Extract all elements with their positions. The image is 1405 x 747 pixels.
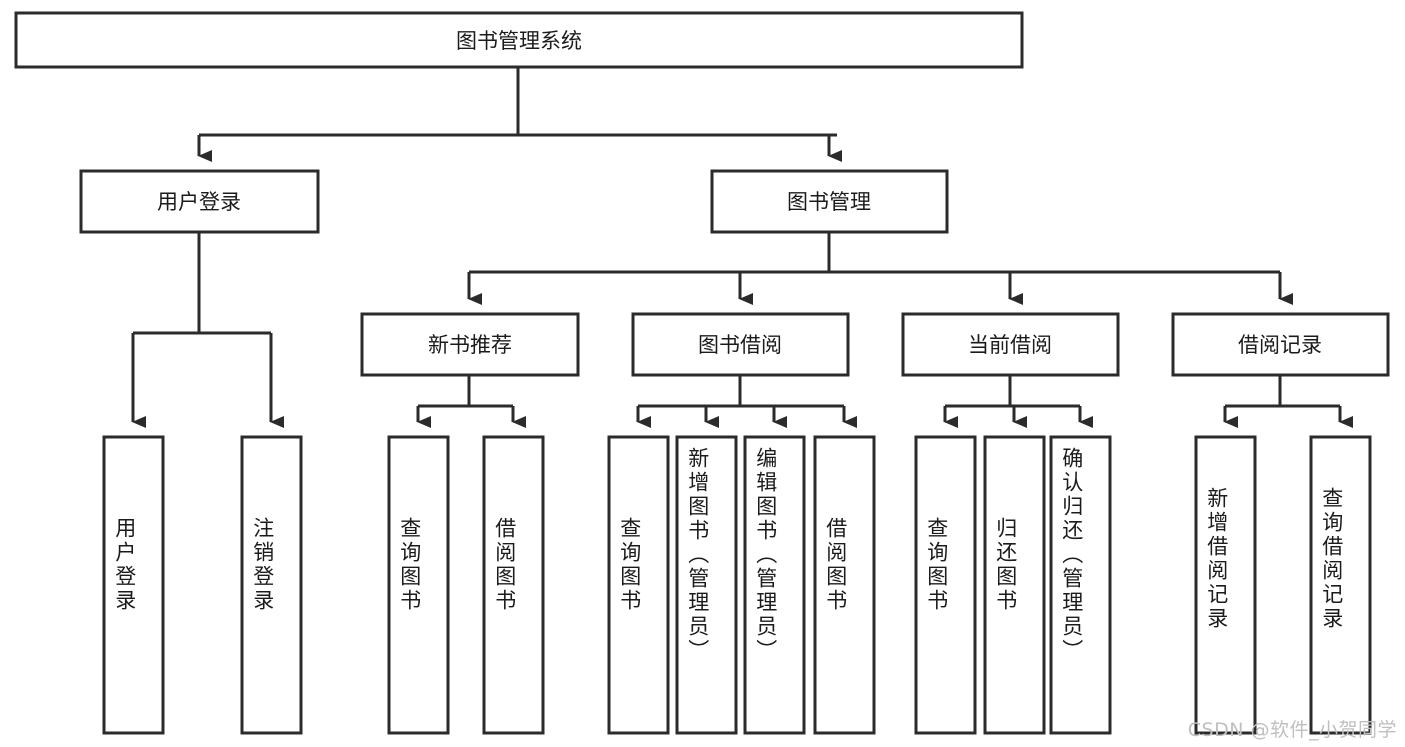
node-leaf-label: 新增借阅记录 xyxy=(1205,487,1229,631)
node-leaf-borrow-record-query[interactable]: 查询借阅记录 xyxy=(1309,435,1372,735)
node-new-book-recommend[interactable]: 新书推荐 xyxy=(360,312,580,377)
node-new-book-recommend-label: 新书推荐 xyxy=(428,333,512,357)
node-leaf-box xyxy=(1309,435,1372,735)
node-root-label: 图书管理系统 xyxy=(456,29,582,53)
node-book-borrow-label: 图书借阅 xyxy=(698,333,782,357)
node-current-borrow-box xyxy=(901,312,1120,377)
edges-new-book-to-leaves xyxy=(416,375,526,428)
node-user-login[interactable]: 用户登录 xyxy=(79,169,320,234)
node-current-borrow[interactable]: 当前借阅 xyxy=(901,312,1120,377)
node-leaf-label: 用户登录 xyxy=(113,517,137,613)
node-leaf-box xyxy=(1049,435,1112,735)
node-leaf-box xyxy=(240,435,303,735)
node-borrow-record-box xyxy=(1171,312,1390,377)
node-leaf-user-login-logout[interactable]: 注销登录 xyxy=(240,435,303,735)
node-leaf-label: 注销登录 xyxy=(251,517,275,613)
node-leaf-box xyxy=(743,435,806,735)
node-leaf-label: 查询图书 xyxy=(925,517,949,613)
node-book-manage[interactable]: 图书管理 xyxy=(710,169,949,234)
edges-book-manage-to-level3 xyxy=(467,232,1293,305)
node-leaf-label: 归还图书 xyxy=(994,517,1018,613)
node-root-system[interactable]: 图书管理系统 xyxy=(14,11,1024,69)
node-leaf-book-borrow-query[interactable]: 查询图书 xyxy=(607,435,670,735)
node-leaf-current-borrow-return[interactable]: 归还图书 xyxy=(983,435,1046,735)
node-leaf-box xyxy=(102,435,165,735)
node-user-login-box xyxy=(79,169,320,234)
edges-root-to-level2 xyxy=(197,67,842,162)
node-leaf-box xyxy=(675,435,738,735)
node-leaf-label: 借阅图书 xyxy=(824,517,848,613)
node-leaf-user-login-login[interactable]: 用户登录 xyxy=(102,435,165,735)
node-leaf-label: 编辑图书（管理员） xyxy=(754,447,778,663)
node-leaf-borrow-record-add[interactable]: 新增借阅记录 xyxy=(1194,435,1257,735)
node-leaf-box xyxy=(1194,435,1257,735)
edges-current-borrow-to-leaves xyxy=(943,375,1093,428)
node-leaf-label: 新增图书（管理员） xyxy=(686,447,710,663)
node-leaf-current-borrow-query[interactable]: 查询图书 xyxy=(914,435,977,735)
node-leaf-box xyxy=(983,435,1046,735)
node-leaf-book-borrow-lend[interactable]: 借阅图书 xyxy=(813,435,876,735)
node-leaf-box xyxy=(387,435,450,735)
node-current-borrow-label: 当前借阅 xyxy=(968,333,1052,357)
node-new-book-recommend-box xyxy=(360,312,580,377)
node-leaf-new-book-borrow[interactable]: 借阅图书 xyxy=(482,435,545,735)
node-leaf-label: 查询图书 xyxy=(398,517,422,613)
node-root-box xyxy=(14,11,1024,69)
node-leaf-new-book-query[interactable]: 查询图书 xyxy=(387,435,450,735)
edges-borrow-record-to-leaves xyxy=(1223,375,1353,428)
node-leaf-label: 借阅图书 xyxy=(493,517,517,613)
node-leaf-current-borrow-confirm[interactable]: 确认归还（管理员） xyxy=(1049,435,1112,735)
node-book-borrow[interactable]: 图书借阅 xyxy=(631,312,850,377)
node-leaf-label: 确认归还（管理员） xyxy=(1060,447,1084,663)
node-leaf-book-borrow-edit[interactable]: 编辑图书（管理员） xyxy=(743,435,806,735)
node-leaf-box xyxy=(813,435,876,735)
node-book-manage-label: 图书管理 xyxy=(787,190,871,214)
node-borrow-record-label: 借阅记录 xyxy=(1238,333,1322,357)
node-leaf-box xyxy=(914,435,977,735)
node-book-manage-box xyxy=(710,169,949,234)
node-borrow-record[interactable]: 借阅记录 xyxy=(1171,312,1390,377)
node-user-login-label: 用户登录 xyxy=(157,190,241,214)
node-leaf-label: 查询图书 xyxy=(618,517,642,613)
node-leaf-book-borrow-add[interactable]: 新增图书（管理员） xyxy=(675,435,738,735)
edges-book-borrow-to-leaves xyxy=(636,375,857,428)
node-leaf-label: 查询借阅记录 xyxy=(1320,487,1344,631)
edges-user-login-to-leaves xyxy=(131,232,284,428)
node-leaf-box xyxy=(607,435,670,735)
node-book-borrow-box xyxy=(631,312,850,377)
node-leaf-box xyxy=(482,435,545,735)
